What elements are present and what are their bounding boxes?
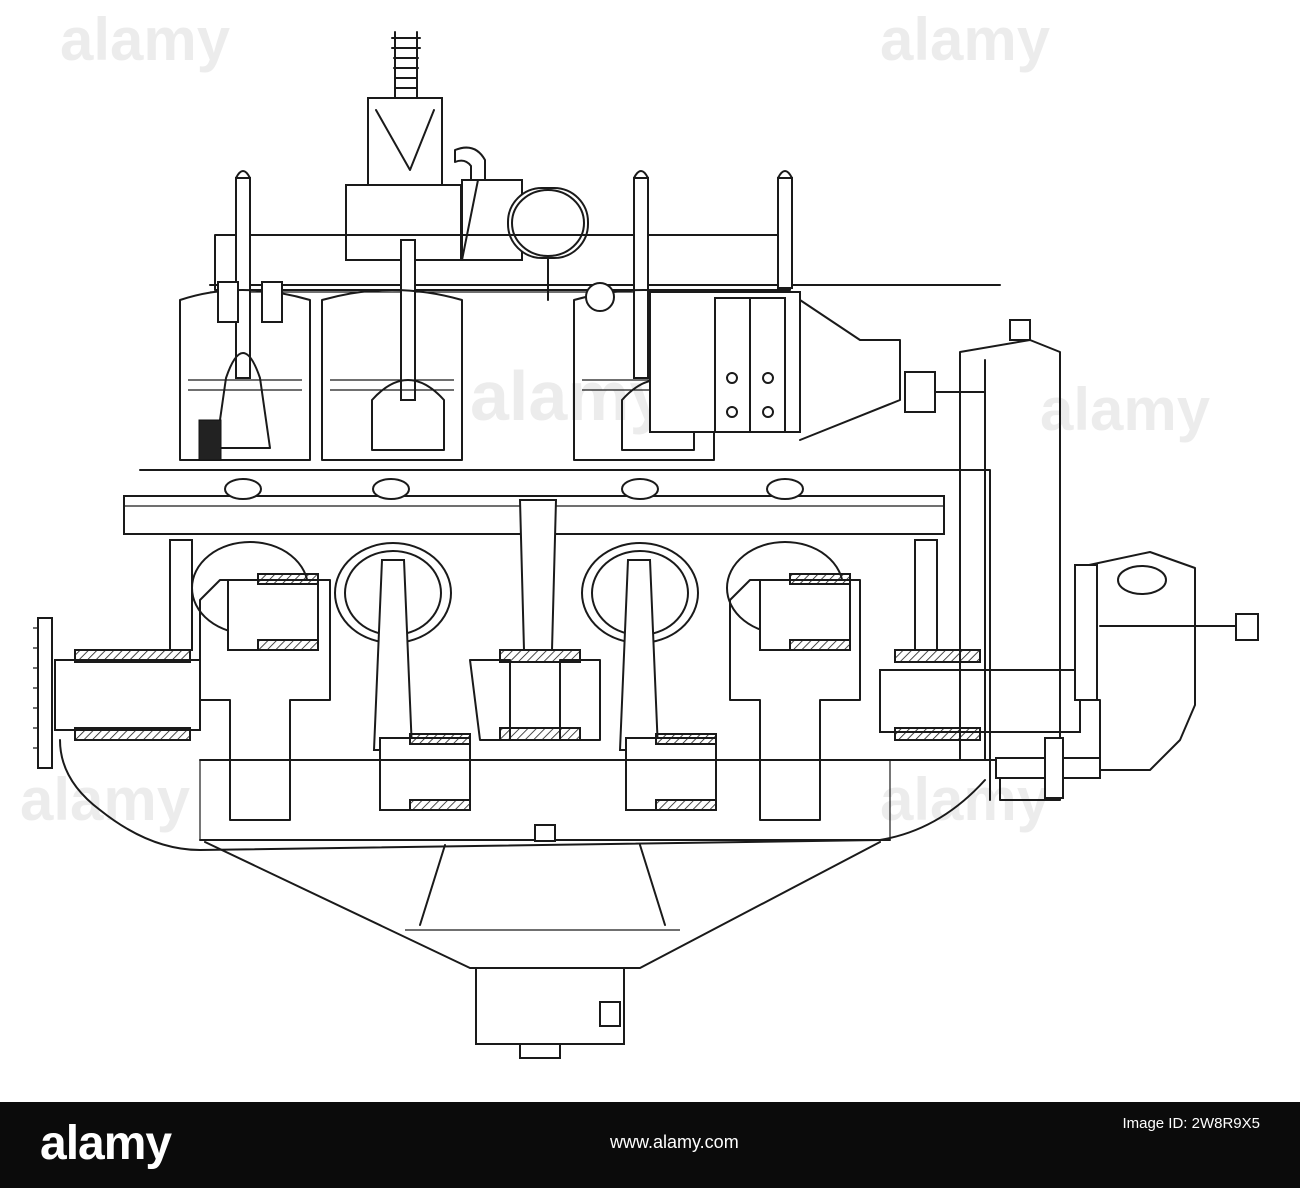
propeller-flange xyxy=(33,617,53,769)
magneto xyxy=(507,187,589,301)
crankcase xyxy=(59,469,1001,851)
engine-drawing: alamy alamy alamy alamy alamy alamy xyxy=(20,6,1259,1059)
timing-gear-case xyxy=(904,319,1061,801)
crankshaft xyxy=(54,649,1081,741)
engine-section-svg: alamy alamy alamy alamy alamy alamy xyxy=(20,6,1259,1059)
site-url: www.alamy.com xyxy=(610,1132,739,1152)
image-id-block: Image ID: 2W8R9X5 xyxy=(1122,1114,1260,1134)
stock-footer-bar: alamy Image ID: 2W8R9X5 www.alamy.com xyxy=(0,1102,1300,1188)
spark-plugs xyxy=(198,281,283,461)
accessory-housing xyxy=(1074,551,1259,771)
carburettor-intake xyxy=(345,31,523,261)
valve-gear-housing xyxy=(585,282,901,441)
oil-sump xyxy=(204,824,881,1059)
crank-bearings xyxy=(227,573,851,811)
connecting-rods xyxy=(169,499,938,751)
watermark-text: alamy xyxy=(20,766,191,833)
image-id-label: Image ID: 2W8R9X5 xyxy=(1122,1115,1260,1132)
brand-logo: alamy xyxy=(40,1117,172,1170)
lower-drive-bolt xyxy=(995,737,1101,799)
tappets xyxy=(224,478,804,500)
watermark-text: alamy xyxy=(1040,376,1211,443)
watermark-text: alamy xyxy=(60,6,231,73)
watermark-text: alamy xyxy=(880,6,1051,73)
